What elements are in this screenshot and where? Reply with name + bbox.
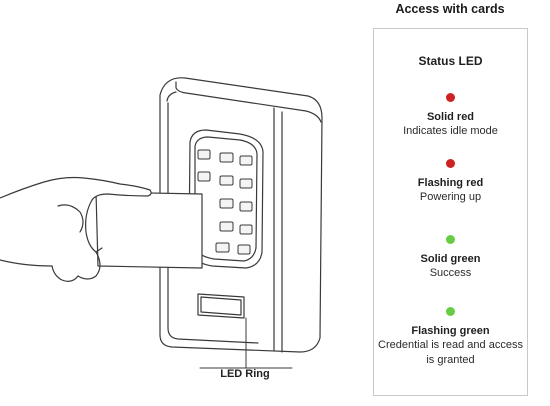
state-label: Solid red: [426, 111, 475, 123]
hand: [0, 176, 152, 282]
state-solid-green: Solid green Success: [374, 235, 527, 281]
state-description: Credential is read and access is granted: [378, 339, 523, 366]
state-description: Success: [429, 267, 472, 279]
access-card: [95, 191, 203, 269]
led-ring-leader-line: [199, 317, 293, 369]
solid-green-led-icon: [446, 235, 455, 244]
solid-red-led-icon: [446, 93, 455, 102]
flashing-green-led-icon: [440, 301, 461, 322]
flashing-red-led-icon: [440, 153, 461, 174]
section-title: Access with cards: [395, 2, 505, 16]
state-description: Indicates idle mode: [403, 125, 498, 137]
panel-subtitle: Status LED: [418, 54, 483, 68]
keypad-keys: [197, 149, 253, 255]
state-flashing-red: Flashing red Powering up: [374, 153, 527, 205]
state-label: Flashing red: [417, 177, 484, 189]
card-reader-illustration: [0, 77, 323, 369]
led-ring: [197, 293, 245, 319]
state-label: Solid green: [420, 253, 481, 265]
state-flashing-green: Flashing green Credential is read and ac…: [374, 301, 527, 368]
state-label: Flashing green: [411, 325, 490, 337]
led-ring-caption: LED Ring: [220, 368, 270, 380]
state-solid-red: Solid red Indicates idle mode: [374, 93, 527, 139]
state-description: Powering up: [419, 191, 482, 203]
status-led-panel: Status LED Solid red Indicates idle mode…: [373, 28, 528, 396]
